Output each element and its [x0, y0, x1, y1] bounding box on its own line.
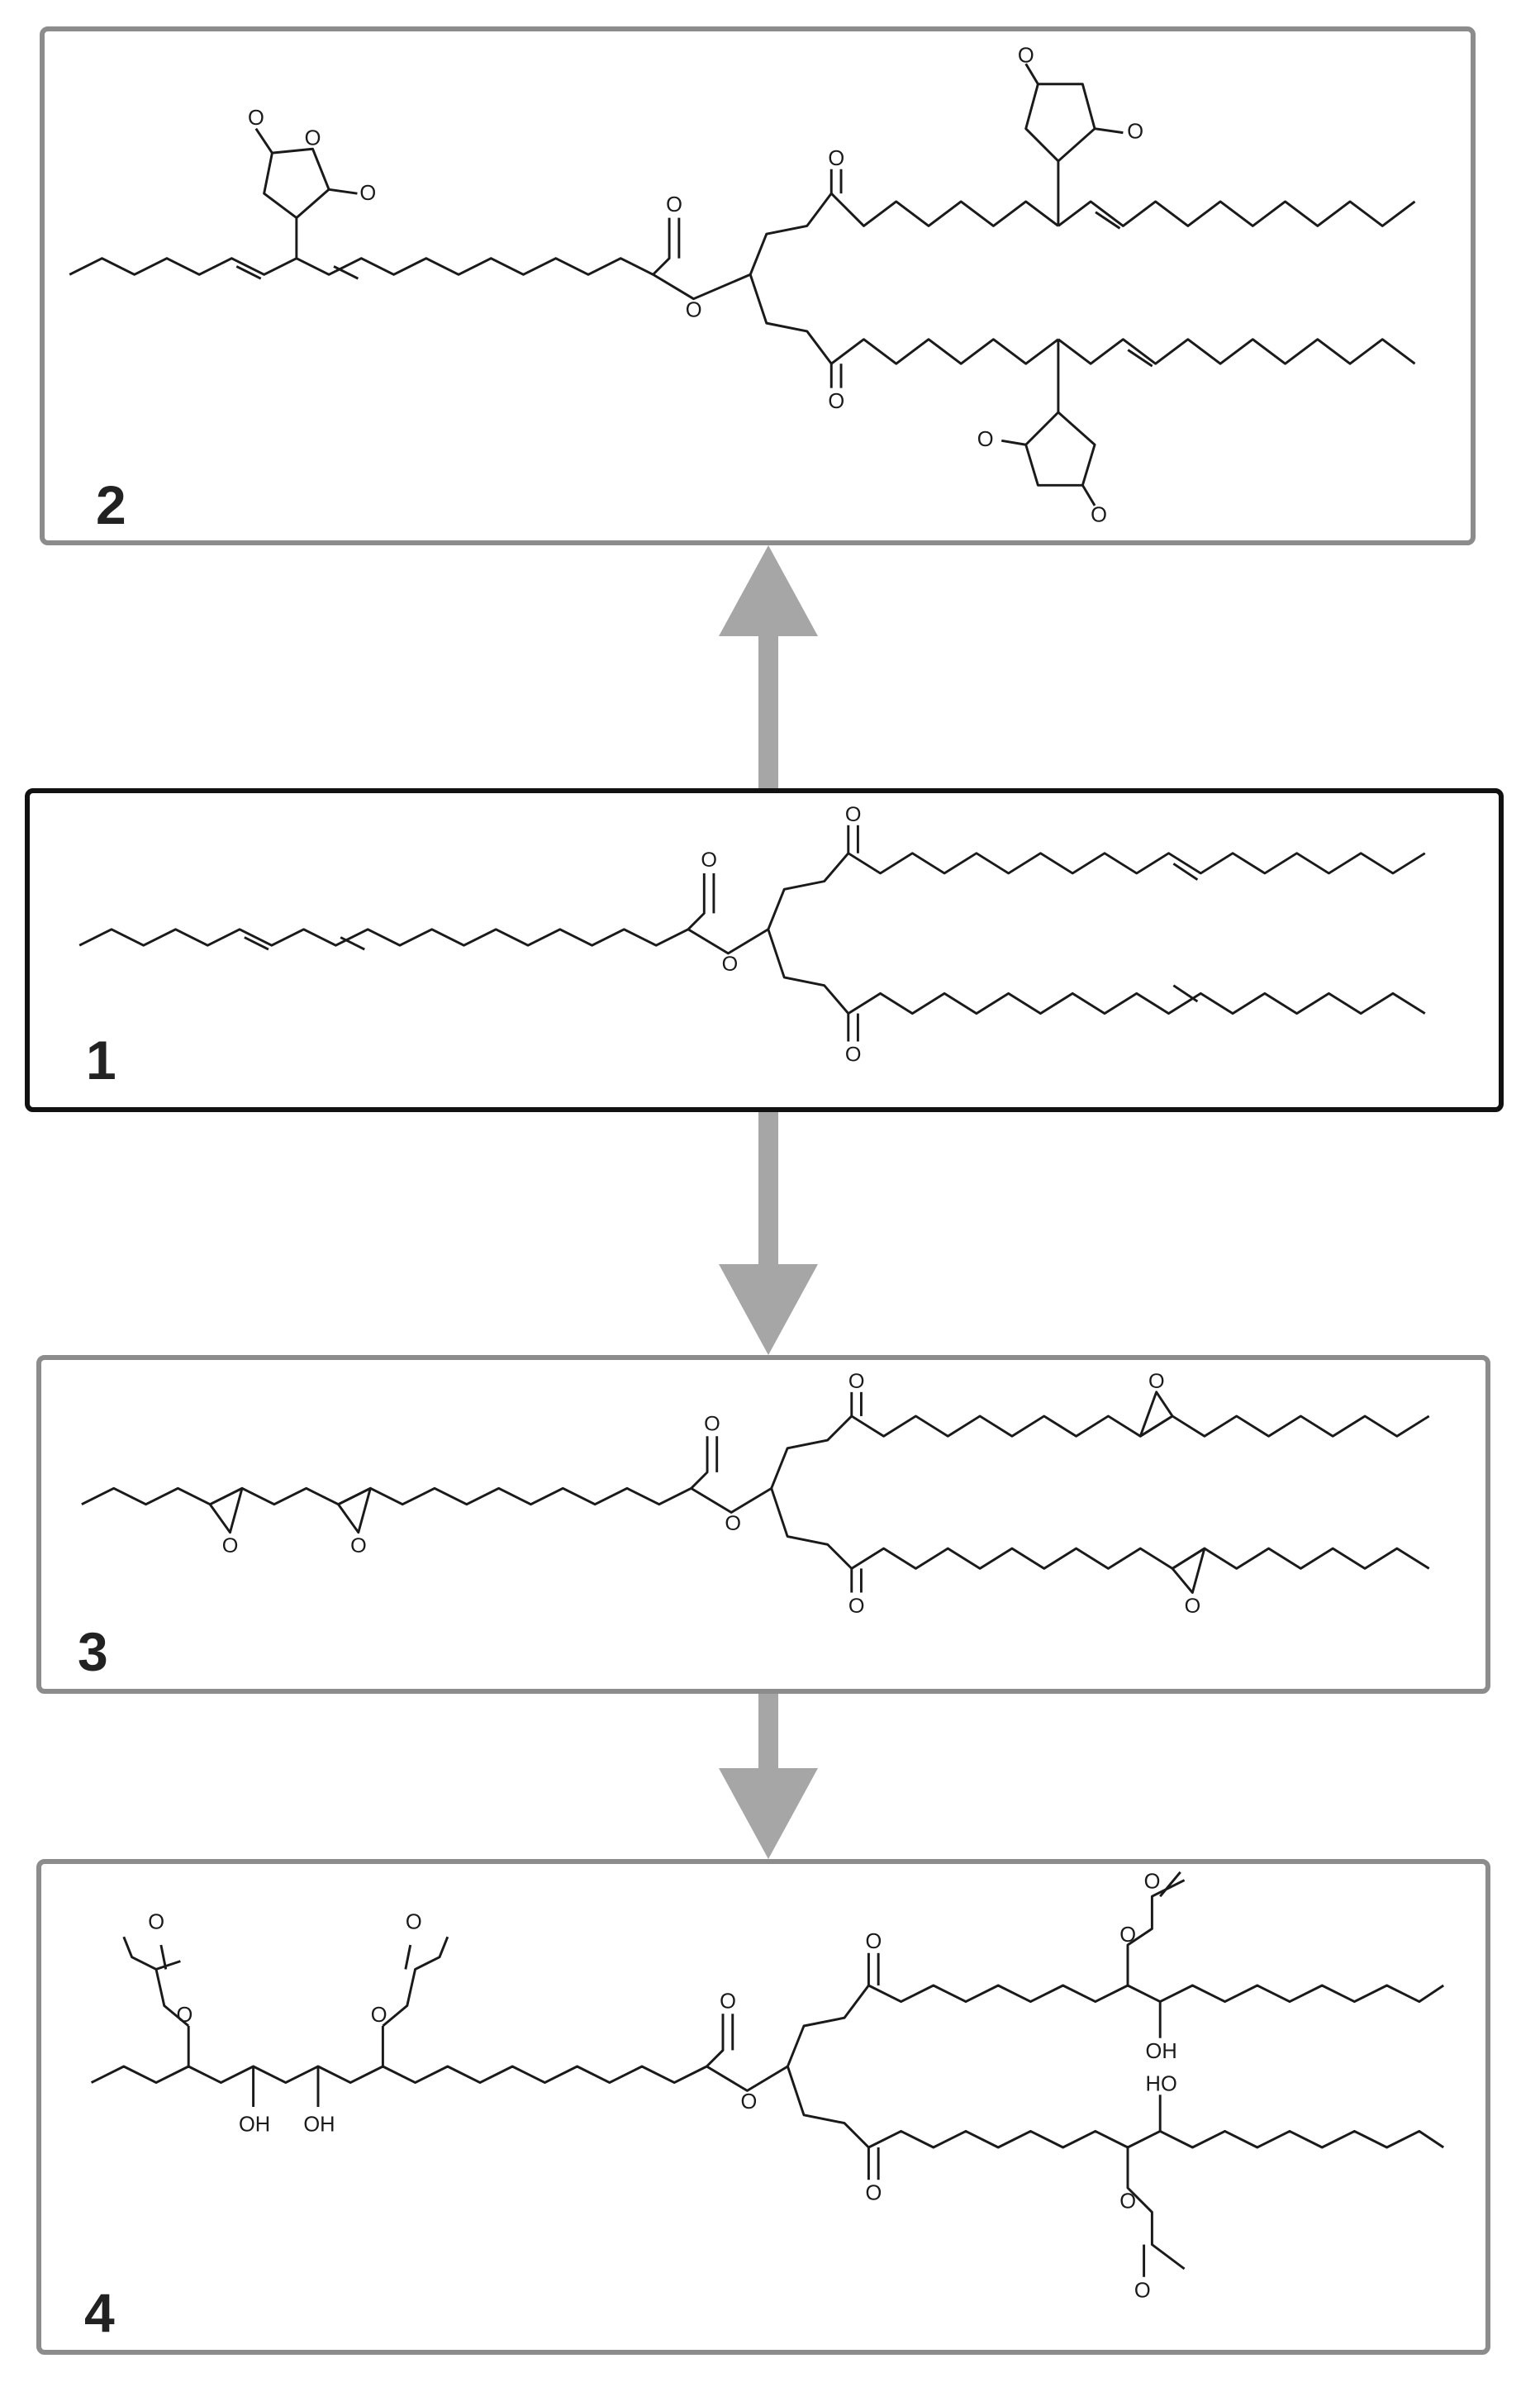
panel-3: O O O O O O O O 3 — [36, 1355, 1490, 1694]
atom-o: O — [248, 107, 264, 130]
arrow-1-to-3 — [719, 1107, 818, 1355]
atom-o: O — [1134, 2279, 1151, 2302]
atom-o: O — [1119, 1923, 1136, 1947]
atom-o: O — [1185, 1595, 1201, 1618]
atom-oh: OH — [1146, 2040, 1177, 2063]
structure-1: O O O O — [78, 803, 1426, 1067]
atom-o: O — [865, 1930, 882, 1953]
atom-oh: OH — [239, 2113, 270, 2136]
atom-ho: HO — [1146, 2072, 1177, 2095]
panel-1: O O O O 1 — [25, 788, 1504, 1112]
atom-o: O — [977, 428, 994, 451]
atom-o: O — [720, 1990, 736, 2013]
atom-o: O — [406, 1910, 422, 1933]
atom-oh: OH — [303, 2113, 335, 2136]
structure-2: O O O O O O O O O O O — [69, 44, 1416, 526]
atom-o: O — [371, 2004, 387, 2027]
structure-3: O O O O O O O O — [81, 1370, 1430, 1618]
atom-o: O — [704, 1412, 720, 1435]
atom-o: O — [741, 2090, 758, 2114]
atom-o: O — [701, 849, 717, 872]
atom-o: O — [848, 1595, 865, 1618]
atom-o: O — [845, 803, 862, 826]
atom-o: O — [828, 147, 844, 170]
arrow-1-to-2 — [719, 545, 818, 793]
panel-4: O O O O OH OH O O O O O O OH HO O O 4 — [36, 1859, 1490, 2355]
atom-o: O — [350, 1534, 367, 1557]
panel-label-3: 3 — [78, 1621, 108, 1682]
atom-o: O — [845, 1044, 862, 1067]
panel-label-4: 4 — [84, 2282, 115, 2343]
atom-o: O — [848, 1370, 865, 1393]
atom-o: O — [725, 1512, 741, 1535]
atom-o: O — [828, 390, 844, 413]
atom-o: O — [686, 298, 702, 321]
atom-o: O — [1127, 120, 1143, 143]
atom-o: O — [305, 126, 321, 150]
atom-o: O — [1119, 2190, 1136, 2213]
atom-o: O — [1018, 44, 1034, 67]
atom-o: O — [222, 1534, 239, 1557]
atom-o: O — [1148, 1370, 1165, 1393]
atom-o: O — [865, 2182, 882, 2205]
atom-o: O — [177, 2004, 193, 2027]
structure-4: O O O O OH OH O O O O O O OH HO O O — [90, 1870, 1445, 2302]
atom-o: O — [148, 1910, 164, 1933]
panel-label-1: 1 — [86, 1029, 116, 1091]
arrow-3-to-4 — [719, 1694, 818, 1859]
panel-2: O O O O O O O O O O O 2 — [40, 26, 1476, 545]
atom-o: O — [1144, 1870, 1161, 1893]
atom-o: O — [1091, 503, 1107, 526]
atom-o: O — [666, 193, 682, 216]
atom-o: O — [359, 182, 376, 205]
atom-o: O — [722, 953, 739, 976]
panel-label-2: 2 — [96, 474, 126, 535]
